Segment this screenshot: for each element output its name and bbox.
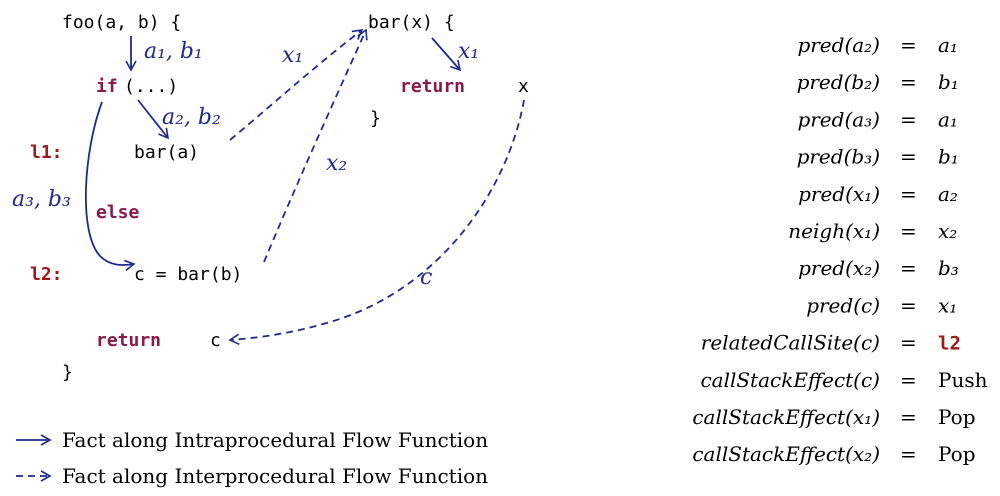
equation-rhs: a₁ bbox=[938, 33, 958, 57]
equation-rhs: Push bbox=[938, 368, 988, 392]
equals-sign: = bbox=[900, 70, 917, 94]
equation-lhs: relatedCallSite(c) bbox=[701, 331, 880, 355]
equation-lhs: pred(x₂) bbox=[798, 256, 880, 280]
equation-lhs: pred(a₂) bbox=[797, 33, 880, 57]
return-value-x: x bbox=[518, 76, 529, 97]
foo-signature: foo(a, b) { bbox=[62, 12, 181, 33]
equation-lhs: pred(b₃) bbox=[797, 145, 880, 169]
equation-rhs: l2 bbox=[938, 333, 961, 355]
equation-rhs: Pop bbox=[938, 405, 976, 429]
equals-sign: = bbox=[900, 33, 917, 57]
equation-rhs: x₂ bbox=[938, 219, 957, 243]
fact-a2-b2: a₂, b₂ bbox=[162, 105, 221, 130]
legend: Fact along Intraprocedural Flow Function… bbox=[16, 428, 488, 488]
bar-signature: bar(x) { bbox=[368, 12, 455, 33]
equation-rhs: a₂ bbox=[938, 182, 958, 206]
edge-call-bar-a-to-bar bbox=[229, 29, 364, 141]
equals-sign: = bbox=[900, 182, 917, 206]
fact-x1-body: x₁ bbox=[458, 39, 479, 64]
equation-rhs: b₃ bbox=[938, 256, 959, 280]
call-bar-a: bar(a) bbox=[134, 142, 199, 163]
fact-a3-b3: a₃, b₃ bbox=[12, 187, 71, 212]
equation-table: pred(a₂) = a₁ pred(b₂) = b₁ pred(a₃) = a₁ pred(b₃… bbox=[692, 33, 987, 466]
equals-sign: = bbox=[900, 256, 917, 280]
equation-lhs: pred(x₁) bbox=[798, 182, 880, 206]
equation-rhs: Pop bbox=[938, 442, 976, 466]
fact-a1-b1: a₁, b₁ bbox=[144, 39, 203, 64]
fact-x1-call: x₁ bbox=[282, 43, 303, 68]
equation-rhs: b₁ bbox=[938, 70, 959, 94]
equals-sign: = bbox=[900, 405, 917, 429]
bar-closing-brace: } bbox=[370, 108, 381, 129]
edge-return-x-to-return-c bbox=[228, 99, 525, 346]
fact-c: c bbox=[420, 265, 432, 290]
equation-lhs: callStackEffect(x₁) bbox=[692, 405, 880, 429]
equals-sign: = bbox=[900, 293, 917, 317]
equation-lhs: pred(b₂) bbox=[797, 70, 880, 94]
edge-bar-entry-to-return bbox=[431, 37, 462, 72]
equation-rhs: a₁ bbox=[938, 107, 958, 131]
edge-call-bar-b-to-bar bbox=[263, 28, 368, 263]
equation-lhs: pred(a₃) bbox=[797, 107, 880, 131]
equation-rhs: x₁ bbox=[938, 293, 957, 317]
else-keyword: else bbox=[96, 202, 140, 223]
equation-lhs: neigh(x₁) bbox=[788, 219, 880, 243]
legend-inter-label: Fact along Interprocedural Flow Function bbox=[62, 464, 488, 488]
equation-lhs: pred(c) bbox=[806, 293, 880, 317]
legend-intra-label: Fact along Intraprocedural Flow Function bbox=[62, 428, 488, 452]
equation-lhs: callStackEffect(c) bbox=[700, 368, 880, 392]
equals-sign: = bbox=[900, 331, 917, 355]
label-l1: l1: bbox=[30, 142, 63, 163]
if-keyword: if bbox=[96, 76, 118, 97]
label-l2: l2: bbox=[30, 264, 63, 285]
return-value-c: c bbox=[210, 330, 221, 351]
return-keyword-foo: return bbox=[96, 330, 161, 351]
equation-lhs: callStackEffect(x₂) bbox=[692, 442, 880, 466]
edge-if-to-bar-a bbox=[137, 99, 170, 140]
equals-sign: = bbox=[900, 368, 917, 392]
equals-sign: = bbox=[900, 145, 917, 169]
equals-sign: = bbox=[900, 107, 917, 131]
return-keyword-bar: return bbox=[400, 76, 465, 97]
equals-sign: = bbox=[900, 442, 917, 466]
equation-rhs: b₁ bbox=[938, 145, 959, 169]
assign-c-bar-b: c = bar(b) bbox=[134, 264, 242, 285]
if-condition: (...) bbox=[124, 76, 178, 97]
fact-x2: x₂ bbox=[326, 151, 347, 176]
foo-closing-brace: } bbox=[62, 362, 73, 383]
edge-if-to-else-call bbox=[84, 101, 136, 272]
equals-sign: = bbox=[900, 219, 917, 243]
